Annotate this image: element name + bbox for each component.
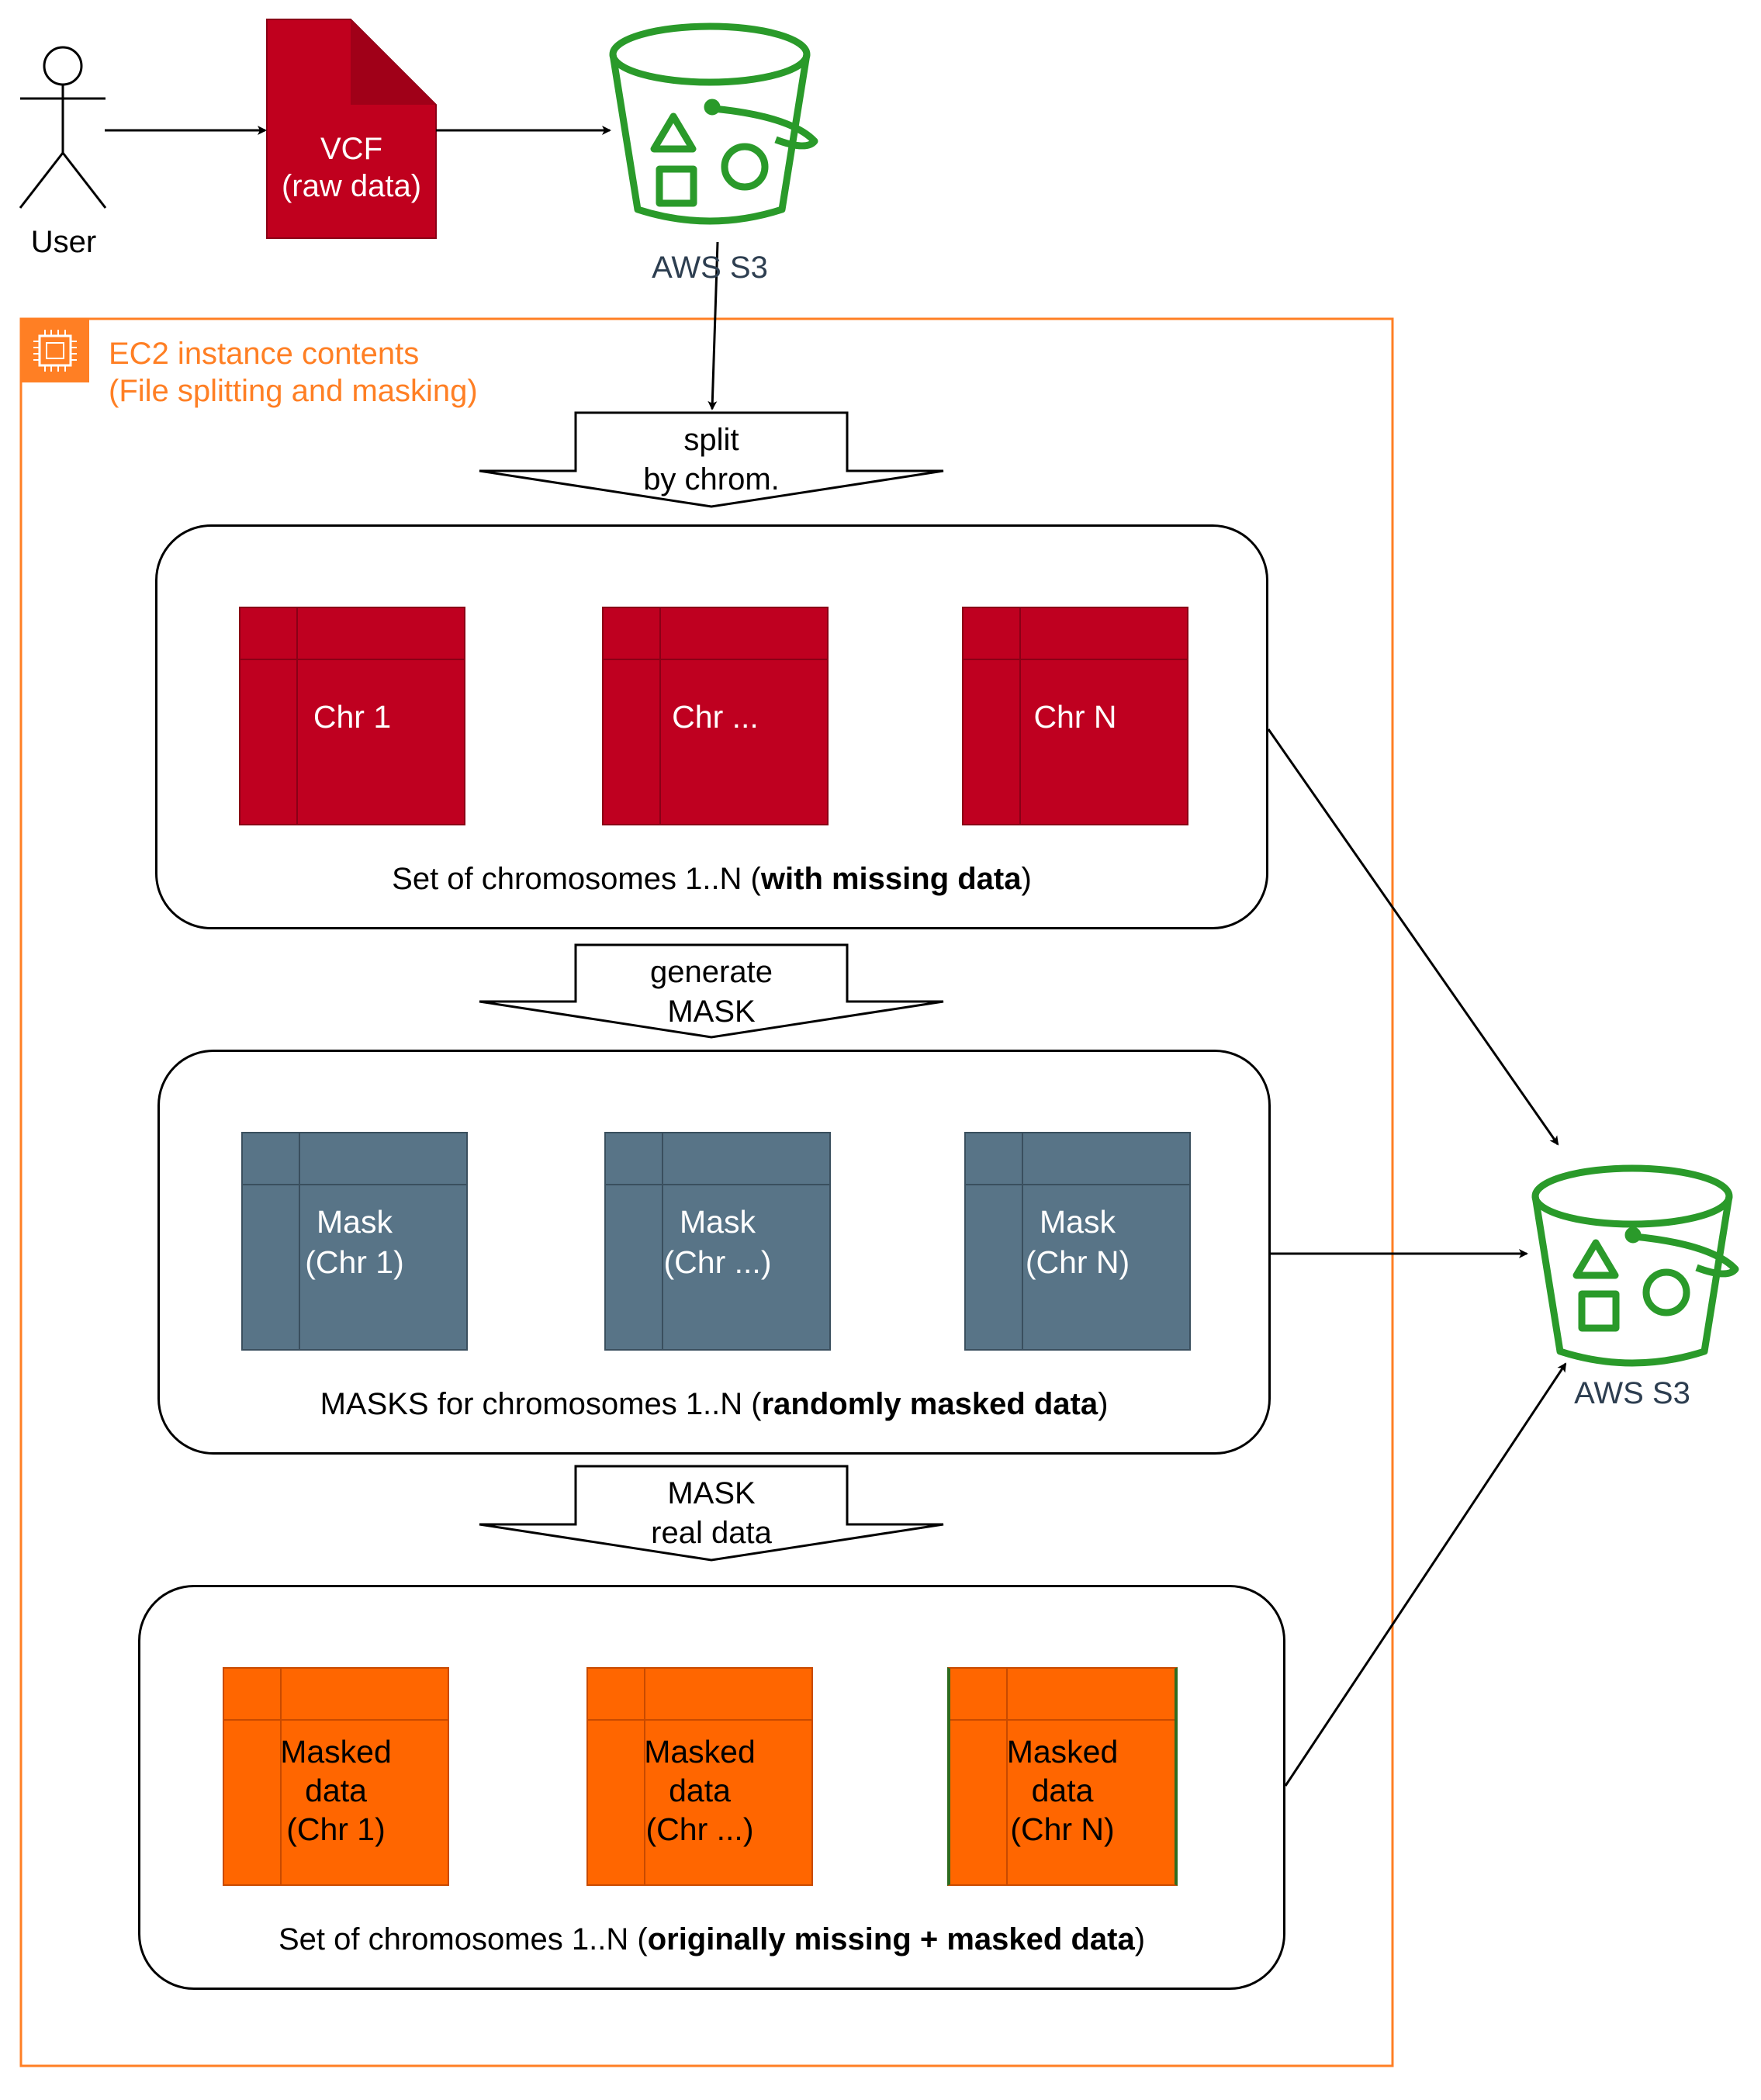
vcf-label: VCF (raw data): [281, 132, 422, 203]
chromosomes-caption: Set of chromosomes 1..N (with missing da…: [392, 862, 1032, 896]
chromosome-table-3: Chr N: [962, 607, 1188, 825]
mask-table-1: Mask (Chr 1): [241, 1132, 468, 1351]
masks-caption: MASKS for chromosomes 1..N (randomly mas…: [320, 1387, 1109, 1421]
s3-source-label: AWS S3: [652, 251, 768, 285]
mask-table-label: Mask (Chr 1): [305, 1204, 404, 1280]
mask-table-3: Mask (Chr N): [964, 1132, 1191, 1351]
chromosome-table-label: Chr N: [1033, 699, 1117, 735]
s3-target-label: AWS S3: [1574, 1376, 1690, 1410]
masked-table-3: Masked data (Chr N): [947, 1667, 1178, 1886]
chromosome-table-label: Chr ...: [672, 699, 759, 735]
file-icon: [266, 19, 437, 239]
chromosomes-group: Chr 1 Chr ... Chr N Set of chromosomes 1…: [155, 524, 1268, 929]
arrow-chromosomes-to-s3: [1267, 728, 1559, 1146]
split-arrow-shape: [479, 411, 944, 508]
user-label: User: [30, 225, 97, 259]
chromosome-table-label: Chr 1: [313, 699, 392, 735]
mask-table-label: Mask (Chr N): [1025, 1204, 1130, 1280]
masked-group: Masked data (Chr 1) Masked data (Chr ...…: [138, 1585, 1285, 1990]
mask-real-step-label: MASK real data: [651, 1476, 772, 1550]
arrow-masked-to-s3: [1284, 1362, 1567, 1787]
ec2-boundary: [19, 317, 1394, 2067]
masked-table-2: Masked data (Chr ...): [586, 1667, 813, 1886]
masked-table-label: Masked data (Chr N): [1006, 1734, 1119, 1847]
user-stick-figure-icon: [19, 46, 107, 209]
generate-mask-arrow-shape: [479, 943, 944, 1039]
mask-table-2: Mask (Chr ...): [604, 1132, 831, 1351]
generate-mask-step-label: generate MASK: [650, 955, 773, 1029]
masked-table-1: Masked data (Chr 1): [223, 1667, 449, 1886]
mask-table-label: Mask (Chr ...): [663, 1204, 772, 1280]
arrow-s3-to-split: [708, 241, 719, 410]
chip-icon: [21, 319, 89, 382]
masked-table-label: Masked data (Chr 1): [280, 1734, 392, 1847]
masked-caption: Set of chromosomes 1..N (originally miss…: [278, 1922, 1146, 1956]
chromosome-table-1: Chr 1: [239, 607, 465, 825]
masked-table-label: Masked data (Chr ...): [644, 1734, 756, 1847]
ec2-title: EC2 instance contents (File splitting an…: [109, 337, 478, 408]
mask-real-arrow-shape: [479, 1465, 944, 1562]
chromosome-table-2: Chr ...: [602, 607, 829, 825]
s3-target-bucket-icon: [1531, 1164, 1739, 1367]
masks-group: Mask (Chr 1) Mask (Chr ...) Mask (Chr N)…: [157, 1050, 1271, 1455]
s3-bucket-icon: [609, 22, 818, 225]
split-step-label: split by chrom.: [643, 423, 780, 496]
